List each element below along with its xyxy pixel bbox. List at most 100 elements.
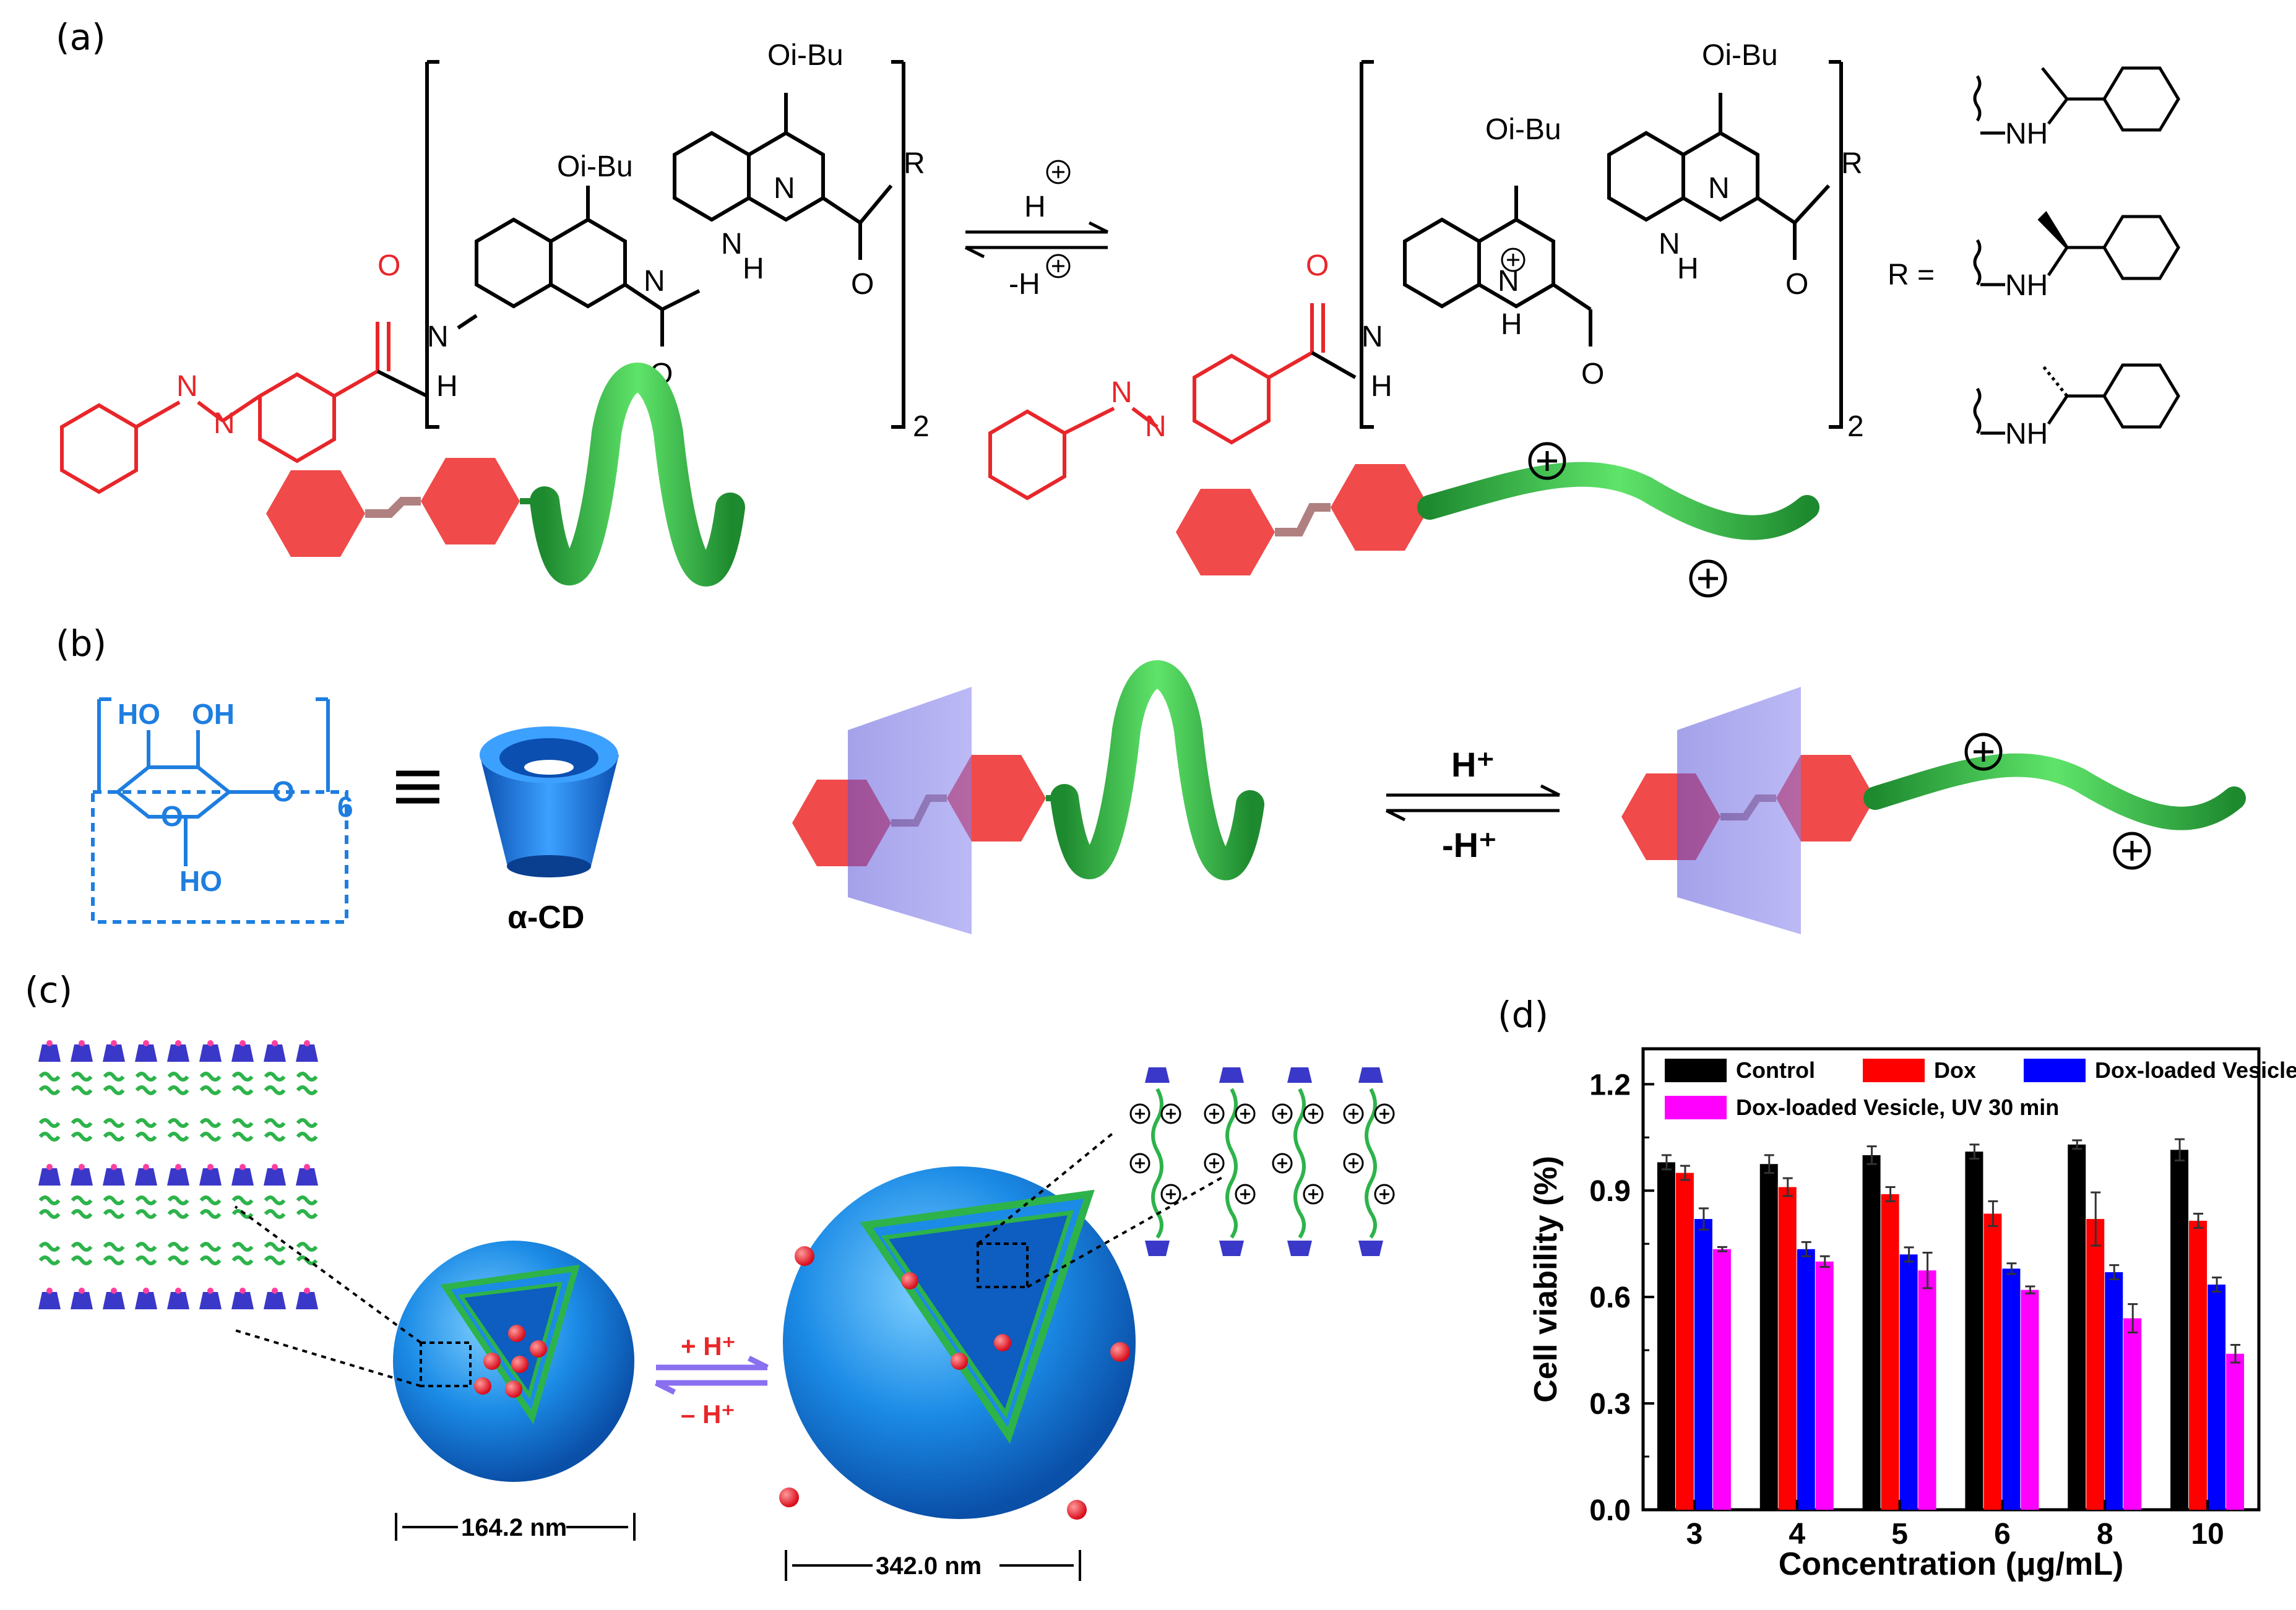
cd-cap-dot <box>240 1164 246 1170</box>
drug-ball <box>474 1377 491 1395</box>
cd-cap-dot <box>46 1040 53 1046</box>
cd-cap-dot <box>111 1164 117 1170</box>
plus-circle-icon <box>1272 1153 1293 1174</box>
cd-cap-dot <box>143 1040 149 1046</box>
cd-cap <box>135 1044 157 1062</box>
equilibrium-arrows-b <box>1385 784 1561 822</box>
cd-cap <box>103 1044 125 1062</box>
bar <box>1881 1194 1899 1510</box>
cd-cap <box>264 1044 286 1062</box>
o-bridge-label: O <box>272 775 295 807</box>
drug-ball <box>505 1380 522 1398</box>
panel-c-label: (c) <box>25 969 72 1011</box>
molecule-right <box>988 60 1843 501</box>
plus-circle-icon <box>1343 1103 1364 1124</box>
cd-cap-dot <box>207 1288 214 1294</box>
cd-cap <box>231 1168 254 1186</box>
n-label-left-4: N <box>774 172 795 205</box>
oibu-label-right-1: Oi-Bu <box>1485 113 1561 146</box>
equil-c-top: + H⁺ <box>681 1332 736 1361</box>
y-tick-label: 0.6 <box>1589 1281 1631 1314</box>
bar <box>2170 1150 2189 1510</box>
cd-cap-dot <box>304 1288 310 1294</box>
subscript-6: 6 <box>337 791 353 823</box>
drug-ball <box>994 1334 1011 1351</box>
cd-cap <box>71 1292 93 1309</box>
helix-strand <box>103 1195 125 1219</box>
h-label-left-3: H <box>743 252 764 285</box>
helix-strand <box>264 1195 286 1219</box>
scale-bar-large <box>785 1550 1081 1581</box>
cd-cap-dot <box>207 1040 214 1046</box>
helix-strand <box>296 1118 318 1142</box>
helix-strand <box>38 1072 61 1095</box>
ho-label-top: HO <box>118 698 160 730</box>
coil-strand <box>1293 1088 1306 1239</box>
azobenzene-left <box>60 322 391 494</box>
helix-strand <box>231 1195 254 1219</box>
o-ring-label: O <box>161 800 183 832</box>
cd-structure <box>91 697 348 924</box>
legend-label: Control <box>1736 1057 1815 1083</box>
complex-helix <box>792 660 1264 934</box>
scale-bar-small <box>395 1513 636 1541</box>
bar <box>1675 1173 1694 1510</box>
cd-cap <box>296 1168 318 1186</box>
cd-cap-dot <box>79 1040 85 1046</box>
helix-strand <box>135 1118 157 1142</box>
helix-strand <box>71 1118 93 1142</box>
cd-cap-dot <box>111 1288 117 1294</box>
small-vesicle <box>393 1241 634 1482</box>
cd-cap <box>1145 1067 1170 1083</box>
bar <box>1862 1155 1881 1510</box>
cd-cap <box>135 1168 157 1186</box>
cd-cap-dot <box>143 1288 149 1294</box>
helix-strand <box>71 1242 93 1265</box>
cd-cap-dot <box>304 1164 310 1170</box>
cd-cap <box>38 1044 61 1062</box>
x-tick-label: 8 <box>2097 1518 2113 1551</box>
cd-cap <box>199 1292 222 1309</box>
bar <box>2123 1318 2142 1510</box>
r-group-options <box>1973 66 2180 435</box>
bar <box>1694 1219 1712 1510</box>
plot-frame <box>1641 1047 2261 1512</box>
legend-swatch <box>1665 1059 1727 1082</box>
oibu-label-left-1: Oi-Bu <box>557 150 633 183</box>
helix-strand <box>103 1242 125 1265</box>
equilibrium-arrows-a <box>964 221 1109 259</box>
o-label-left-3: O <box>851 268 874 301</box>
drug-ball <box>508 1325 525 1342</box>
helix-strand <box>38 1242 61 1265</box>
azo-n-left-1: N <box>176 370 198 403</box>
red-hexagon <box>421 458 520 545</box>
cd-cap <box>264 1168 286 1186</box>
plus-circle-icon <box>1204 1153 1225 1174</box>
red-hexagon <box>266 470 365 557</box>
oibu-label-right-2: Oi-Bu <box>1702 39 1778 72</box>
cd-cap <box>1219 1067 1244 1083</box>
helix-strand <box>71 1072 93 1095</box>
helix-strand <box>231 1242 254 1265</box>
cd-cap-dot <box>79 1164 85 1170</box>
o-label-right-2: O <box>1581 358 1604 390</box>
cd-cap-dot <box>272 1040 278 1046</box>
panel-b-label: (b) <box>56 622 106 665</box>
plus-circle-icon <box>1160 1184 1181 1205</box>
cd-cap <box>231 1292 254 1309</box>
helix-strand <box>296 1195 318 1219</box>
bar <box>2189 1220 2208 1510</box>
cd-cap-dot <box>46 1288 53 1294</box>
nh-label-2: NH <box>2005 269 2048 302</box>
r-option-r <box>1973 210 2180 286</box>
cd-cap-dot <box>46 1164 53 1170</box>
helix-strand <box>135 1242 157 1265</box>
plus-circle-icon <box>1964 733 2003 771</box>
cd-cap-dot <box>240 1288 246 1294</box>
legend-label: Dox-loaded Vesicle, UV 30 min <box>1736 1095 2059 1120</box>
cd-cap-dot <box>175 1288 181 1294</box>
plus-circle-icon <box>1235 1103 1256 1124</box>
helix-strand <box>135 1195 157 1219</box>
